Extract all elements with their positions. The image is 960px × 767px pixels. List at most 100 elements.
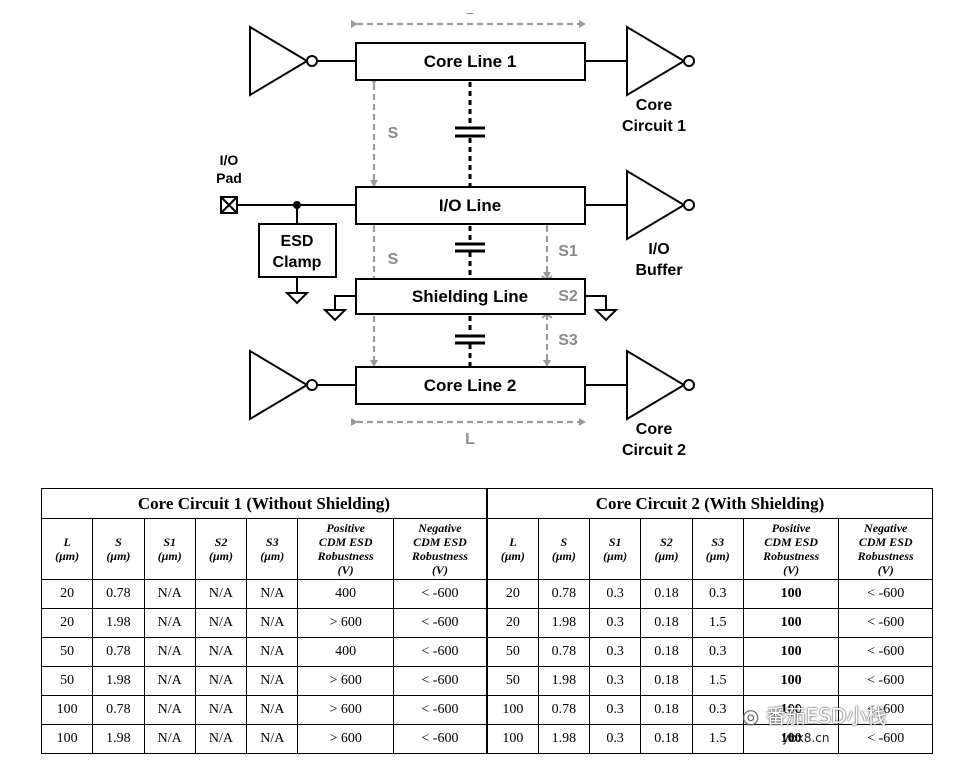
table-cell: 100	[742, 579, 840, 609]
ground-icons	[284, 292, 619, 322]
table-cell: N/A	[246, 637, 299, 667]
watermark: ◎ 番茄ESD小栈	[742, 700, 887, 729]
core-2-receiver-inverter-icon	[626, 349, 686, 421]
table-cell: > 600	[297, 695, 394, 725]
io-pad-label: Pad	[216, 170, 242, 186]
table-cell: 20	[40, 608, 94, 638]
table-cell: 0.78	[92, 579, 145, 609]
length-l-label: L	[465, 431, 475, 448]
table-cell: N/A	[194, 637, 248, 667]
watermark-brand: 番茄ESD小栈	[765, 704, 887, 728]
esd-clamp-box	[258, 223, 337, 278]
core-line-2-label: Core Line 2	[424, 376, 517, 395]
core-1-driver-inverter-icon	[249, 25, 309, 97]
shielding-line-label: Shielding Line	[412, 287, 528, 306]
core-line-2-box	[355, 366, 586, 405]
table-cell: 0.18	[640, 579, 693, 609]
table-cell: < -600	[392, 666, 488, 696]
table-cell: 0.18	[640, 724, 693, 754]
table-cell: N/A	[143, 608, 196, 638]
table-cell: 400	[297, 637, 394, 667]
table-cell: 0.18	[640, 666, 693, 696]
table-cell: 0.18	[640, 695, 693, 725]
ground-icon	[322, 309, 348, 322]
watermark-url: ybx8.cn	[782, 731, 830, 745]
io-buffer-inverter-icon	[626, 169, 686, 241]
table-cell: < -600	[838, 724, 933, 754]
column-header: S(μm)	[537, 518, 591, 580]
watermark-wechat-icon: ◎	[742, 704, 760, 728]
core-1-receiver-inverter-icon	[626, 25, 686, 97]
table-cell: 0.3	[691, 579, 744, 609]
cdm-esd-results-table: Core Circuit 1 (Without Shielding) Core …	[40, 488, 933, 754]
table-cell: 0.3	[589, 666, 642, 696]
table-cell: 400	[297, 579, 394, 609]
junction-dot	[293, 201, 301, 209]
table-cell: < -600	[838, 695, 933, 725]
inverters	[249, 25, 695, 421]
table-cell: N/A	[194, 666, 248, 696]
table-cell: 20	[485, 608, 539, 638]
table-cell: N/A	[143, 637, 196, 667]
table-cell: 100	[742, 724, 840, 754]
table-cell: > 600	[297, 666, 394, 696]
table-cell: < -600	[838, 608, 933, 638]
table-cell: N/A	[194, 608, 248, 638]
core-line-1-box	[355, 42, 586, 81]
io-pad-icon	[220, 196, 238, 214]
table-cell: 100	[742, 695, 840, 725]
column-header: S2(μm)	[640, 518, 693, 580]
column-header: S1(μm)	[589, 518, 642, 580]
table-cell: 0.18	[640, 608, 693, 638]
table-cell: 50	[40, 637, 94, 667]
table-cell: > 600	[297, 724, 394, 754]
table-cell: 20	[40, 579, 94, 609]
table-cell: 1.98	[537, 608, 591, 638]
esd-clamp-label: ESD	[281, 233, 314, 250]
core-line-1-label: Core Line 1	[424, 52, 517, 71]
table-cell: 0.3	[691, 637, 744, 667]
table-cell: < -600	[392, 724, 488, 754]
table-cell: N/A	[143, 724, 196, 754]
table-cell: 1.5	[691, 666, 744, 696]
table-cell: 100	[485, 695, 539, 725]
column-header: L(μm)	[40, 518, 94, 580]
table-cell: 1.98	[92, 608, 145, 638]
table-cell: N/A	[143, 579, 196, 609]
table-cell: 0.3	[589, 608, 642, 638]
spacing-s2-label: S2	[558, 288, 578, 305]
io-line-box	[355, 186, 586, 225]
esd-clamp-label: Clamp	[273, 254, 322, 271]
table-cell: 100	[40, 724, 94, 754]
table-cell: < -600	[392, 695, 488, 725]
table-cell: 50	[40, 666, 94, 696]
table-cell: 0.78	[537, 637, 591, 667]
core-circuit-1-label: Circuit 1	[622, 118, 686, 135]
io-buffer-label: Buffer	[635, 262, 682, 279]
table-cell: N/A	[246, 724, 299, 754]
table-cell: N/A	[143, 695, 196, 725]
spacing-s-top-label: S	[388, 125, 399, 142]
esd-shielding-circuit-diagram: _	[216, 1, 695, 459]
core-circuit-2-label: Circuit 2	[622, 442, 686, 459]
core-circuit-2-label: Core	[636, 421, 673, 438]
column-header: S3(μm)	[246, 518, 299, 580]
table-cell: 100	[742, 608, 840, 638]
table-body: Core Circuit 1 (Without Shielding) Core …	[40, 488, 933, 754]
table-cell: 100	[40, 695, 94, 725]
table-cell: N/A	[246, 695, 299, 725]
table-cell: N/A	[194, 724, 248, 754]
table-cell: 0.78	[537, 695, 591, 725]
table-cell: 0.78	[537, 579, 591, 609]
table-cell: N/A	[143, 666, 196, 696]
table-cell: 1.5	[691, 724, 744, 754]
table-cell: 0.3	[589, 695, 642, 725]
shielding-line-box	[355, 278, 586, 315]
